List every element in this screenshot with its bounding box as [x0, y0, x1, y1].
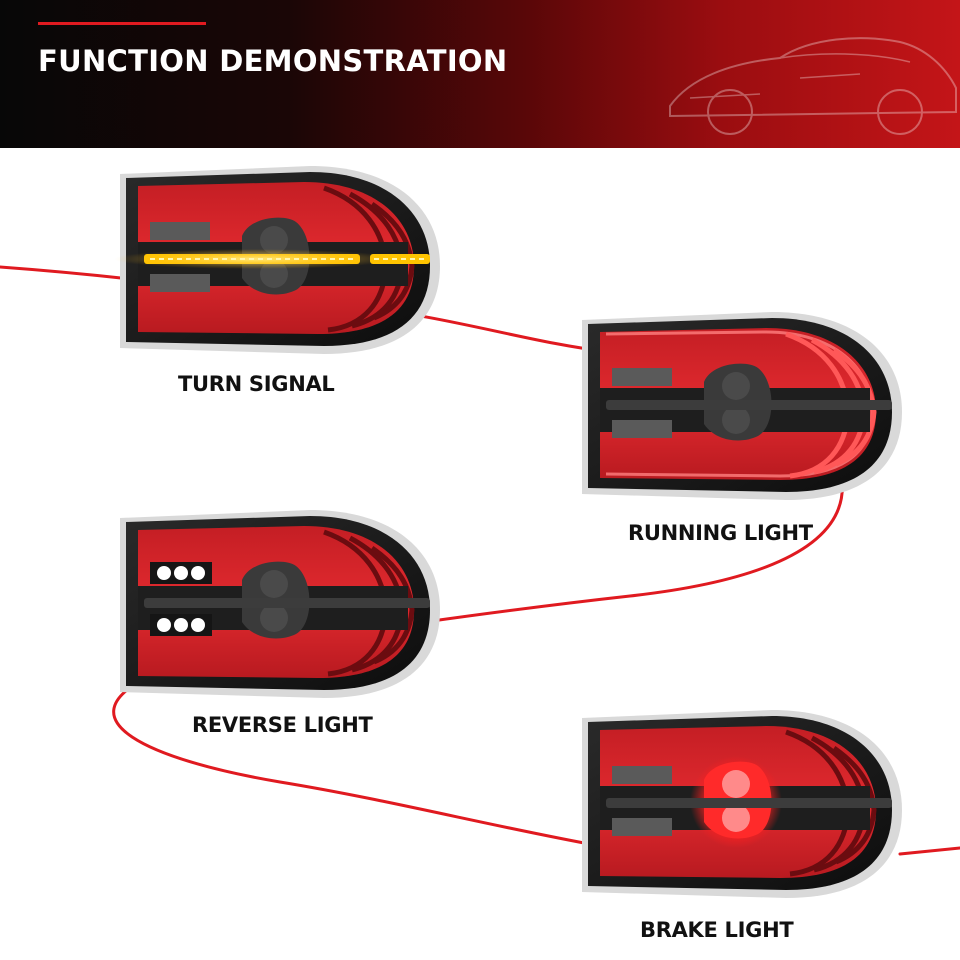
taillight-reverse-light	[114, 506, 446, 702]
label-running-light: RUNNING LIGHT	[628, 521, 813, 545]
label-brake-light: BRAKE LIGHT	[640, 918, 794, 942]
label-reverse-light: REVERSE LIGHT	[192, 713, 373, 737]
taillight-turn-signal	[114, 162, 446, 358]
taillight-running-light	[576, 308, 908, 504]
taillight-brake-light	[576, 706, 908, 902]
label-turn-signal: TURN SIGNAL	[178, 372, 335, 396]
header-banner: FUNCTION DEMONSTRATION	[0, 0, 960, 148]
sports-car-silhouette	[669, 37, 957, 135]
page-title: FUNCTION DEMONSTRATION	[38, 44, 508, 78]
header-accent-line	[38, 22, 206, 25]
